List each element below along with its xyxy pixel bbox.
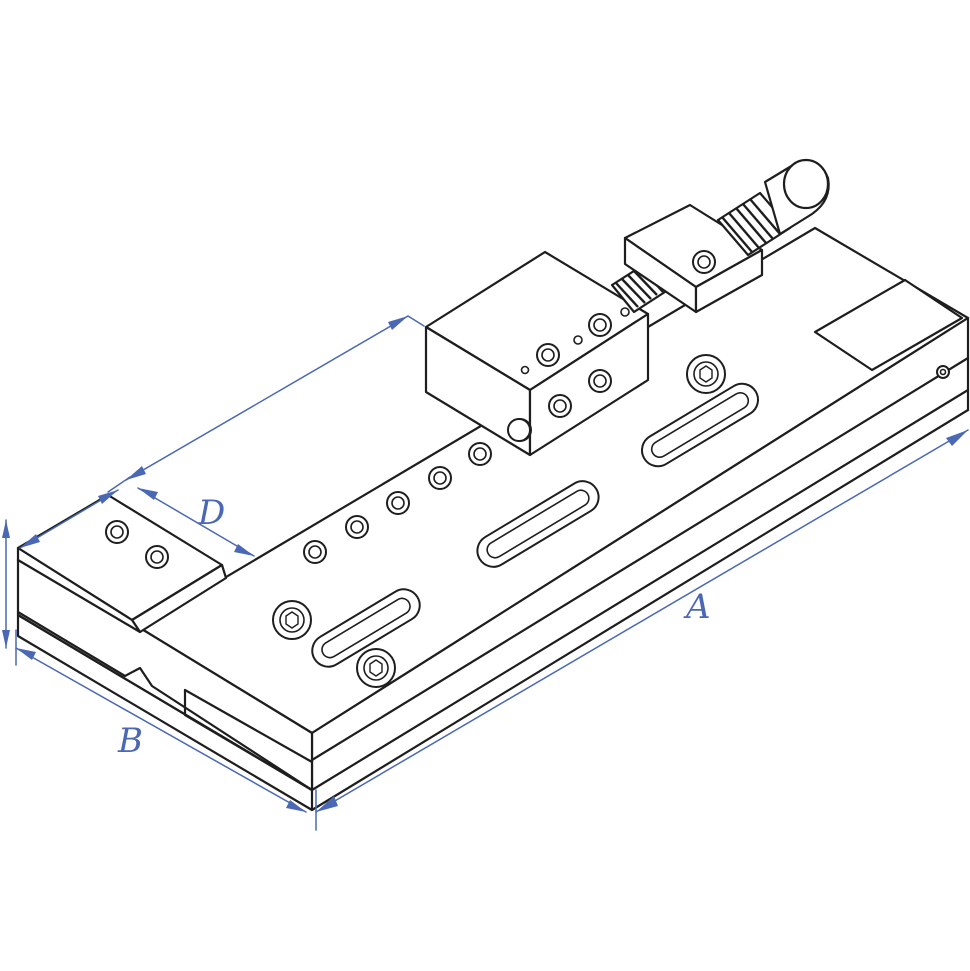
dimension-A	[315, 429, 969, 831]
movable-jaw-hole-1-inner	[541, 348, 555, 362]
dim-jaw-length-ext-left	[107, 476, 131, 493]
dimension-B	[15, 629, 307, 813]
plate-hole-7-inner	[553, 399, 567, 413]
cap-screw-1-head	[279, 607, 305, 633]
support-block-hole-inner	[697, 255, 711, 269]
dim-jaw-length-ext-right	[407, 315, 425, 327]
base-left-pocket	[183, 688, 314, 792]
adjustment-slots	[311, 382, 760, 668]
dimension-label-B: B	[117, 721, 143, 761]
base-left-notch	[16, 610, 314, 792]
cap-screw-2-hex	[369, 659, 383, 677]
plate-hole-8-inner	[593, 374, 607, 388]
plate-hole-4-inner	[433, 471, 447, 485]
cap-screw-2-head	[363, 655, 389, 681]
base-bottom-edge	[310, 408, 970, 812]
fixed-jaw-hole-1-inner	[110, 525, 124, 539]
base-left-pocket-edge	[183, 688, 314, 764]
plate-hole-2-inner	[350, 520, 364, 534]
dimension-height	[2, 519, 10, 649]
knob-end-cap	[782, 158, 830, 210]
movable-jaw-hole-2-inner	[593, 318, 607, 332]
movable-jaw-pin-2	[620, 307, 630, 317]
rear-pad	[813, 278, 964, 372]
fixed-jaw	[16, 493, 228, 634]
screw-thread-rear	[721, 198, 781, 253]
slot-3	[640, 382, 760, 468]
dimension-width-top	[19, 489, 119, 549]
movable-jaw-pin-3	[520, 365, 530, 375]
plate-hole-1-inner	[308, 545, 322, 559]
dimension-D	[137, 487, 255, 557]
cap-screw-3-hex	[699, 365, 713, 383]
screw-knob	[716, 158, 830, 257]
cap-screws	[272, 354, 726, 688]
plate-socket	[507, 418, 531, 442]
movable-jaw-pin-1	[573, 335, 583, 345]
cap-screw-3-head	[693, 361, 719, 387]
fixed-jaw-hole-2-inner	[150, 550, 164, 564]
slot-2	[476, 480, 600, 568]
base-front-groove	[310, 356, 970, 762]
vise-base	[16, 226, 970, 812]
screw-support-block	[623, 203, 764, 314]
dimension-label-D: D	[197, 493, 225, 533]
side-mark-hole-inner	[939, 368, 947, 376]
slot-1	[311, 588, 421, 668]
cap-screw-1-hex	[285, 611, 299, 629]
plate-hole-3-inner	[391, 496, 405, 510]
plate-hole-5-inner	[473, 447, 487, 461]
dimension-jaw-length	[107, 315, 425, 493]
mounting-holes-row	[303, 369, 612, 564]
support-block-side	[694, 248, 764, 314]
fixed-jaw-left	[16, 546, 142, 634]
dimension-label-A: A	[683, 587, 711, 627]
